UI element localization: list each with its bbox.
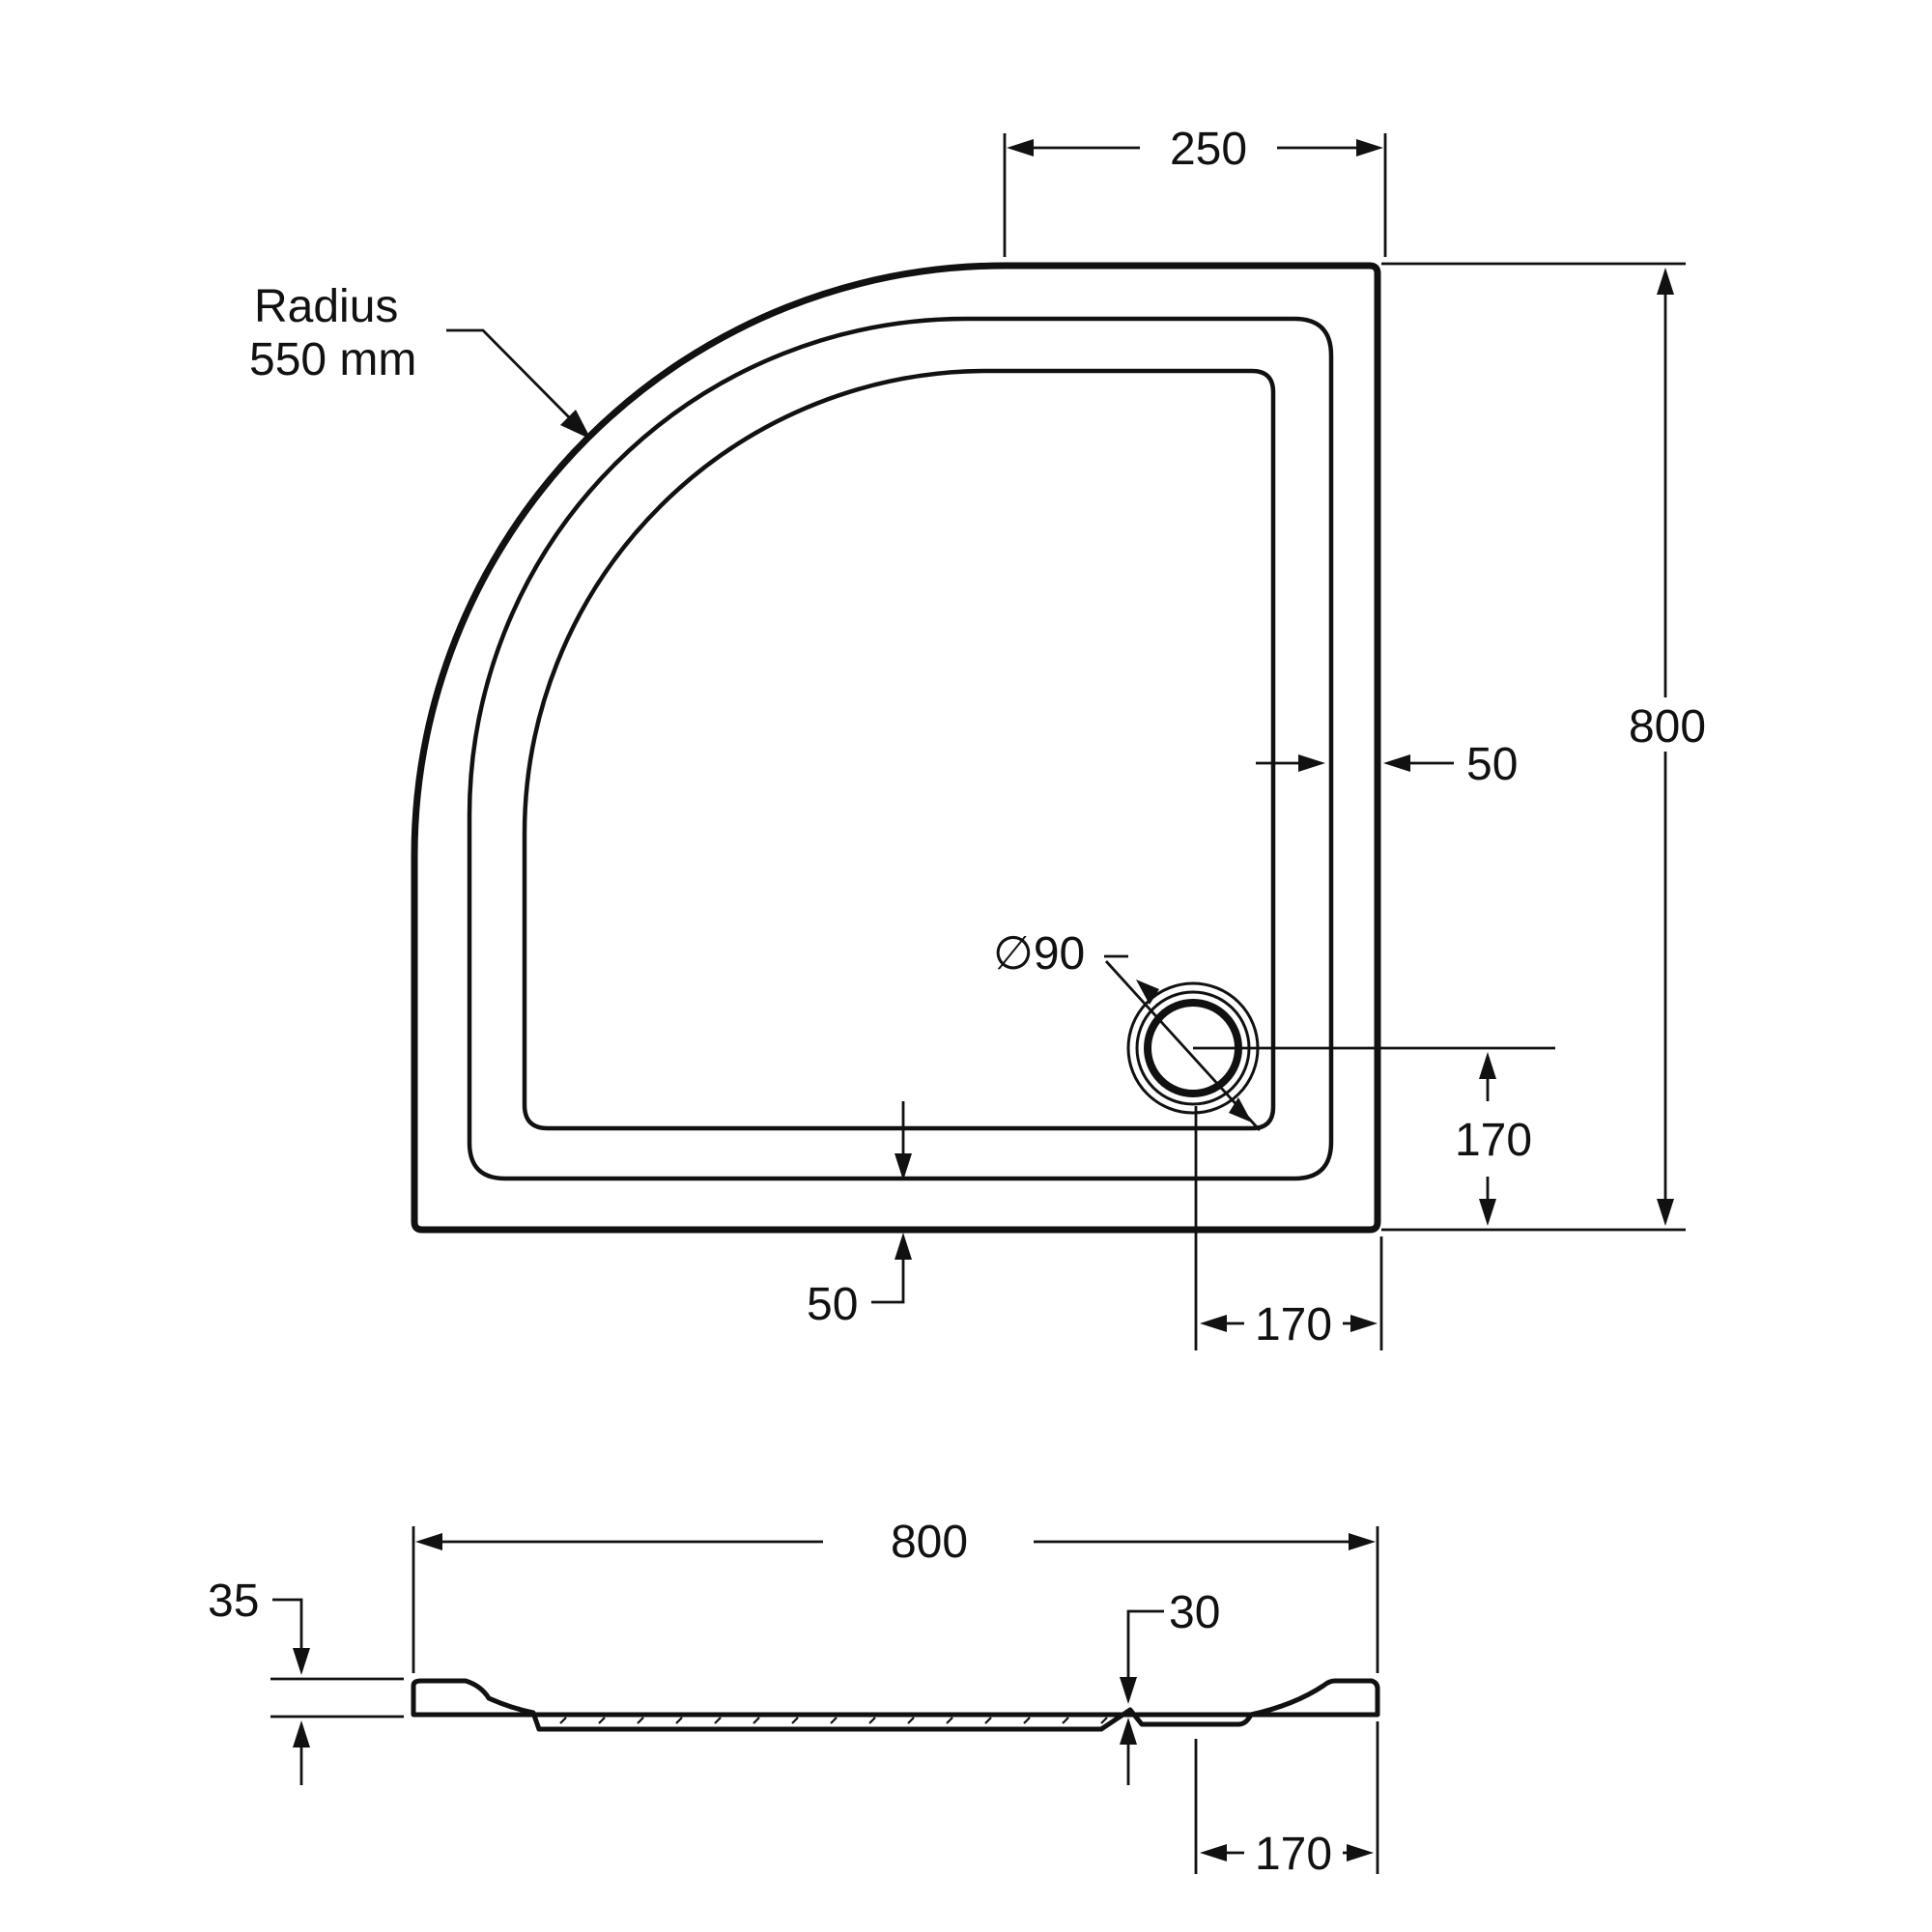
front-rim-label: 50 [807, 1279, 858, 1330]
plan-view: Radius 550 mm 250 800 [249, 124, 1706, 1350]
tray-basin-outline [522, 368, 1276, 1131]
side-overall-width-label: 800 [891, 1517, 968, 1568]
waste-vertical-offset-dimension: 170 [1193, 1046, 1555, 1226]
waste-diameter-line [1104, 960, 1262, 1131]
waste-diameter-label: ∅90 [993, 928, 1085, 980]
side-rim-label: 50 [1466, 739, 1518, 790]
front-rim-dimension: 50 [807, 1101, 912, 1330]
radius-label-line1: Radius [254, 281, 398, 332]
tray-height-label: 35 [208, 1576, 259, 1627]
side-waste-offset-label: 170 [1255, 1829, 1332, 1880]
tray-outer-outline [411, 262, 1381, 1234]
tray-base-hatching [559, 1717, 1108, 1724]
tray-rim-outline [467, 316, 1334, 1181]
tray-height-dimension: 35 [208, 1576, 404, 1785]
floor-recess-dimension: 30 [1120, 1587, 1220, 1785]
side-waste-offset-dimension: 170 [1194, 1721, 1379, 1880]
side-rim-dimension: 50 [1256, 739, 1518, 790]
radius-leader-arrowhead [560, 410, 591, 440]
side-view: 800 35 30 170 [208, 1517, 1380, 1880]
radius-callout: Radius 550 mm [249, 281, 591, 440]
waste-outlet: ∅90 [993, 928, 1262, 1131]
waste-horizontal-offset-label: 170 [1255, 1299, 1332, 1350]
waste-vertical-offset-label: 170 [1455, 1115, 1532, 1166]
overall-depth-dimension: 800 [1381, 262, 1706, 1232]
waste-horizontal-offset-dimension: 170 [1194, 1106, 1383, 1350]
side-overall-width-dimension: 800 [412, 1517, 1379, 1673]
floor-recess-label: 30 [1169, 1587, 1220, 1638]
radius-leader-line [446, 328, 574, 422]
tray-side-profile [411, 1678, 1380, 1732]
radius-label-line2: 550 mm [249, 334, 416, 385]
overall-depth-label: 800 [1629, 701, 1706, 753]
top-width-label: 250 [1170, 124, 1247, 175]
top-width-dimension: 250 [1003, 124, 1387, 257]
